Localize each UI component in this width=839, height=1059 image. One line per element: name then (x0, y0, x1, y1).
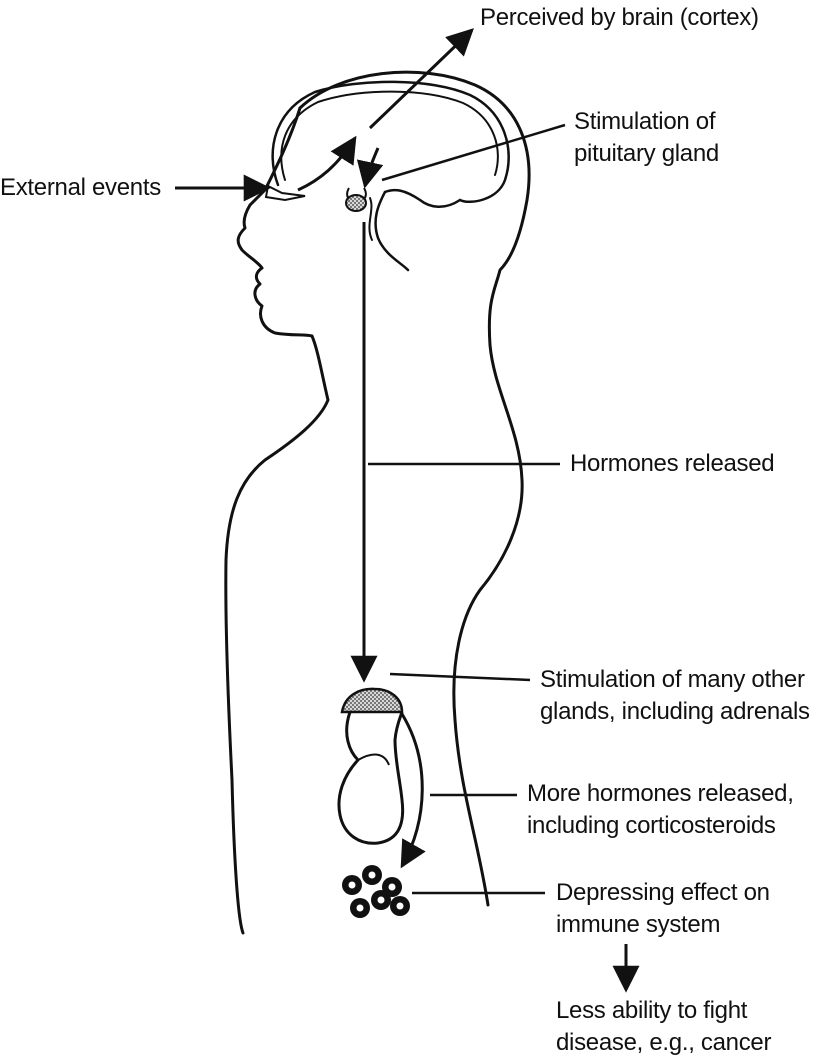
cortex-to-pituitary-arrow (365, 148, 378, 186)
adrenal-to-immune-arrow (402, 714, 422, 866)
cortex-outline-inner (281, 92, 498, 180)
label-more-hormones: More hormones released, including cortic… (527, 778, 794, 842)
label-perceived-by-brain: Perceived by brain (cortex) (480, 2, 759, 34)
brain-stem-inner (369, 198, 372, 240)
pituitary-gland (346, 195, 366, 211)
label-external-events: External events (0, 172, 161, 204)
immune-cells (342, 865, 410, 918)
pituitary-leader-line (382, 125, 565, 180)
other-glands-leader-line (390, 674, 530, 680)
kidney-hilum (358, 755, 389, 765)
label-stimulation-pituitary: Stimulation of pituitary gland (574, 106, 719, 170)
body-front-outline (226, 108, 328, 933)
kidney-outline (339, 712, 403, 843)
label-less-ability: Less ability to fight disease, e.g., can… (556, 995, 771, 1059)
eye-to-cortex-arrow (298, 138, 355, 190)
label-depressing-effect: Depressing effect on immune system (556, 877, 770, 941)
adrenal-gland (342, 689, 402, 712)
label-stimulation-other-glands: Stimulation of many other glands, includ… (540, 664, 810, 728)
brain-stem-outline (376, 192, 408, 270)
label-hormones-released: Hormones released (570, 448, 774, 480)
